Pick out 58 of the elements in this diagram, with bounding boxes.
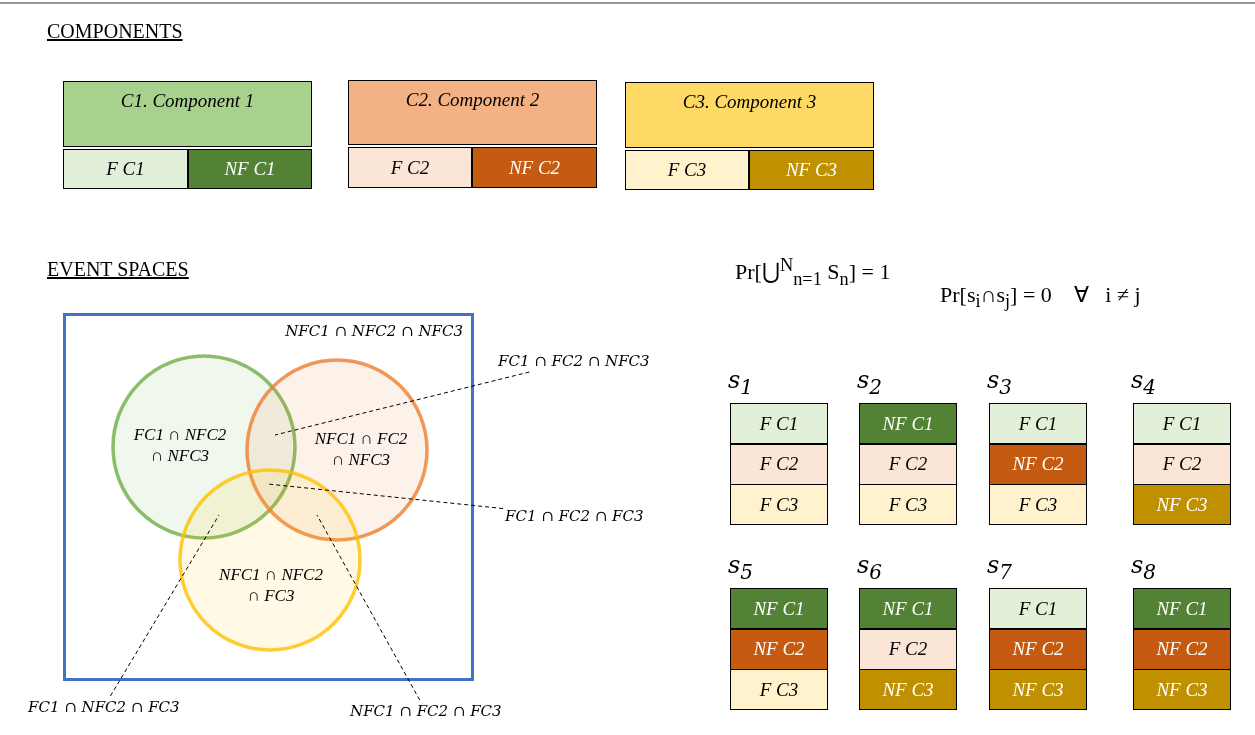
non-failure-cell: NF C2 xyxy=(989,443,1087,485)
scenario-label: s$_{6}$ xyxy=(857,551,883,584)
non-failure-cell: NF C2 xyxy=(730,628,828,670)
non-failure-cell: NF C1 xyxy=(730,588,828,629)
non-failure-cell: NF C2 xyxy=(1133,628,1231,670)
non-failure-cell: NF C2 xyxy=(989,628,1087,670)
region-label: FC1 ∩ NFC2 ∩ FC3 xyxy=(28,698,180,716)
failure-cell: F C3 xyxy=(859,484,957,525)
non-failure-cell: NF C1 xyxy=(188,149,312,189)
non-failure-cell: NF C1 xyxy=(859,403,957,444)
scenario-label: s$_{7}$ xyxy=(987,551,1013,584)
failure-cell: F C3 xyxy=(730,669,828,710)
non-failure-cell: NF C3 xyxy=(749,150,874,190)
scenario-label: s$_{3}$ xyxy=(987,366,1013,399)
failure-cell: F C2 xyxy=(1133,443,1231,485)
non-failure-cell: NF C1 xyxy=(859,588,957,629)
failure-cell: F C1 xyxy=(1133,403,1231,444)
failure-cell: F C1 xyxy=(730,403,828,444)
section-heading: EVENT SPACES xyxy=(47,258,189,281)
scenario-label: s$_{5}$ xyxy=(728,551,754,584)
failure-cell: F C3 xyxy=(625,150,749,190)
leader-line xyxy=(316,514,421,701)
region-label: NFC1 ∩ NFC2 ∩ FC3 xyxy=(218,564,324,606)
non-failure-cell: NF C3 xyxy=(989,669,1087,710)
non-failure-cell: NF C1 xyxy=(1133,588,1231,629)
leader-line xyxy=(109,514,220,697)
failure-cell: F C1 xyxy=(989,588,1087,629)
failure-cell: F C3 xyxy=(989,484,1087,525)
failure-cell: F C3 xyxy=(730,484,828,525)
section-heading: COMPONENTS xyxy=(47,20,183,43)
non-failure-cell: NF C3 xyxy=(859,669,957,710)
scenario-label: s$_{4}$ xyxy=(1131,366,1157,399)
region-label: NFC1 ∩ FC2 ∩ NFC3 xyxy=(313,428,409,470)
region-label: FC1 ∩ FC2 ∩ NFC3 xyxy=(498,352,650,370)
failure-cell: F C2 xyxy=(859,628,957,670)
scenario-label: s$_{1}$ xyxy=(728,366,754,399)
formula: Pr[s$_{i}$∩s$_{j}$] = 0 ∀ i ≠ j xyxy=(940,282,1141,313)
non-failure-cell: NF C2 xyxy=(472,147,597,188)
non-failure-cell: NF C3 xyxy=(1133,669,1231,710)
non-failure-cell: NF C3 xyxy=(1133,484,1231,525)
failure-cell: F C1 xyxy=(989,403,1087,444)
region-label: NFC1 ∩ FC2 ∩ FC3 xyxy=(350,702,502,720)
leader-line xyxy=(274,371,530,436)
failure-cell: F C2 xyxy=(730,443,828,485)
component-header: C2. Component 2 xyxy=(348,80,597,145)
region-label: FC1 ∩ FC2 ∩ FC3 xyxy=(505,507,644,525)
failure-cell: F C2 xyxy=(859,443,957,485)
formula: Pr[⋃$^{N}$$_{n=1}$ S$_{n}$] = 1 xyxy=(735,255,891,290)
component-header: C3. Component 3 xyxy=(625,82,874,148)
region-label: FC1 ∩ NFC2 ∩ NFC3 xyxy=(132,424,228,466)
scenario-label: s$_{2}$ xyxy=(857,366,883,399)
failure-cell: F C2 xyxy=(348,147,472,188)
region-label: NFC1 ∩ NFC2 ∩ NFC3 xyxy=(285,322,463,340)
component-header: C1. Component 1 xyxy=(63,81,312,147)
event-space-frame xyxy=(63,313,474,681)
leader-line xyxy=(267,483,504,510)
scenario-label: s$_{8}$ xyxy=(1131,551,1157,584)
failure-cell: F C1 xyxy=(63,149,188,189)
